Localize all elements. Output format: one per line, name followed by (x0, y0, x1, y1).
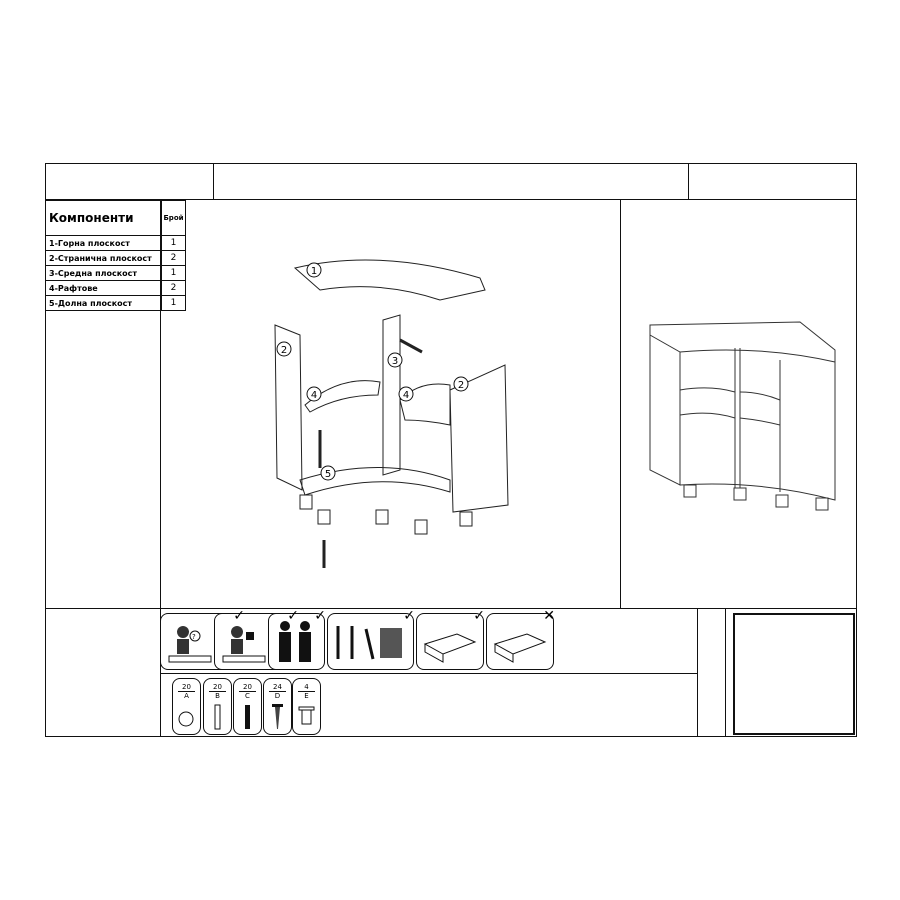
cam-lock-icon (178, 711, 194, 727)
part-qty: 24 (269, 683, 286, 692)
component-label: 4-Рафтове (45, 280, 162, 296)
assembled-cabinet-drawing (649, 321, 836, 511)
part-letter: E (304, 692, 309, 700)
drill-bit (399, 338, 423, 354)
frame-top (45, 163, 857, 164)
component-count: 1 (161, 295, 186, 311)
bottom-col2 (725, 608, 726, 737)
legs (299, 494, 473, 535)
component-label: 3-Средна плоскост (45, 265, 162, 281)
screw-icon (272, 704, 283, 729)
icon-assemble-on-floor-protected: ✓ (416, 608, 485, 670)
right-side-panel (449, 364, 509, 513)
parts-row-divider (160, 673, 697, 674)
svg-text:?: ? (192, 633, 196, 641)
part-letter: B (215, 692, 220, 700)
shelf-left (304, 380, 381, 413)
frame-bottom (45, 736, 857, 737)
check-icon: ✓ (233, 608, 245, 624)
component-label: 2-Странична плоскост (45, 250, 162, 266)
bottom-section-divider (45, 608, 857, 609)
header-col1 (213, 163, 214, 200)
count-header: Брой (161, 200, 186, 236)
view-divider (620, 200, 621, 608)
cam-bolt-icon (214, 704, 221, 730)
part-letter: A (184, 692, 189, 700)
check-icon: ✓ (473, 608, 485, 624)
component-count: 1 (161, 265, 186, 281)
bottom-panel (299, 467, 451, 496)
components-title: Компоненти (45, 200, 162, 236)
cross-icon: ✕ (543, 608, 555, 624)
part-letter: D (274, 692, 281, 700)
logo-box (733, 613, 855, 735)
exploded-assembly-drawing (274, 259, 509, 568)
header-divider (45, 199, 857, 200)
frame-left (45, 163, 46, 737)
part-qty: 20 (209, 683, 226, 692)
frame-right (856, 163, 857, 737)
header-col2 (688, 163, 689, 200)
check-icon: ✓ (403, 608, 415, 624)
leg-icon (298, 706, 315, 725)
component-label: 1-Горна плоскост (45, 235, 162, 251)
top-panel (293, 259, 486, 301)
left-side-panel (274, 324, 303, 491)
part-qty: 4 (298, 683, 315, 692)
part-qty: 20 (239, 683, 256, 692)
icon-assemble-on-bare-floor: ✕ (486, 608, 555, 670)
icon-two-persons: ✓ (268, 608, 326, 670)
part-qty: 20 (178, 683, 195, 692)
legs (683, 484, 829, 511)
check-icon: ✓ (287, 608, 299, 624)
screwdriver-icon (318, 430, 326, 568)
bottom-col1 (697, 608, 698, 737)
part-letter: C (245, 692, 250, 700)
check-icon: ✓ (314, 608, 326, 624)
icon-tools: ✓ (327, 608, 415, 670)
component-label: 5-Долна плоскост (45, 295, 162, 311)
wood-dowel-icon (245, 705, 250, 729)
left-col-divider (160, 200, 161, 737)
shelf-right (399, 383, 451, 426)
middle-panel (382, 314, 401, 476)
